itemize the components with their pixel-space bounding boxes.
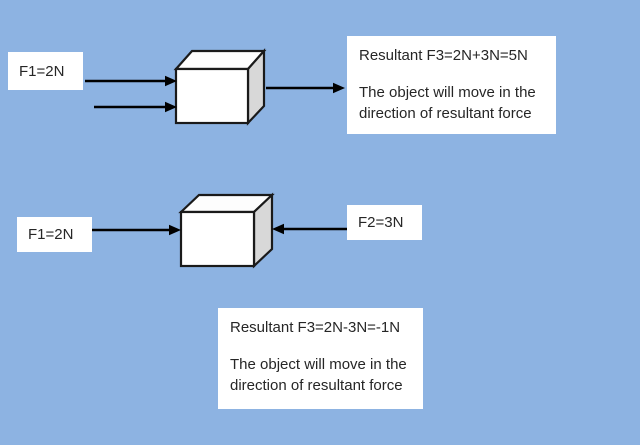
force-arrow-f1-top-lower [94,101,177,113]
cube-front-face [174,67,250,125]
cube-front-face [179,210,256,268]
force-label-f1-top: F1=2N [8,52,83,90]
resultant-arrow-top [266,82,345,94]
force-arrow-f1-bottom [92,224,181,236]
result-equation-top: Resultant F3=2N+3N=5N [359,47,528,64]
object-cube-bottom [178,192,275,269]
result-description-line1-bottom: The object will move in the [230,356,407,373]
force-arrow-f2-bottom [272,223,347,235]
force-label-f2-bottom: F2=3N [347,205,422,240]
object-cube-top [173,48,267,126]
result-textbox-top: Resultant F3=2N+3N=5N The object will mo… [347,36,556,134]
result-description-line2-top: direction of resultant force [359,105,532,122]
force-label-f1-bottom: F1=2N [17,217,92,252]
result-description-line2-bottom: direction of resultant force [230,377,403,394]
result-equation-bottom: Resultant F3=2N-3N=-1N [230,319,401,336]
force-arrow-f1-top-upper [85,75,177,87]
result-textbox-bottom: Resultant F3=2N-3N=-1N The object will m… [218,308,423,409]
result-description-line1-top: The object will move in the [359,84,536,101]
